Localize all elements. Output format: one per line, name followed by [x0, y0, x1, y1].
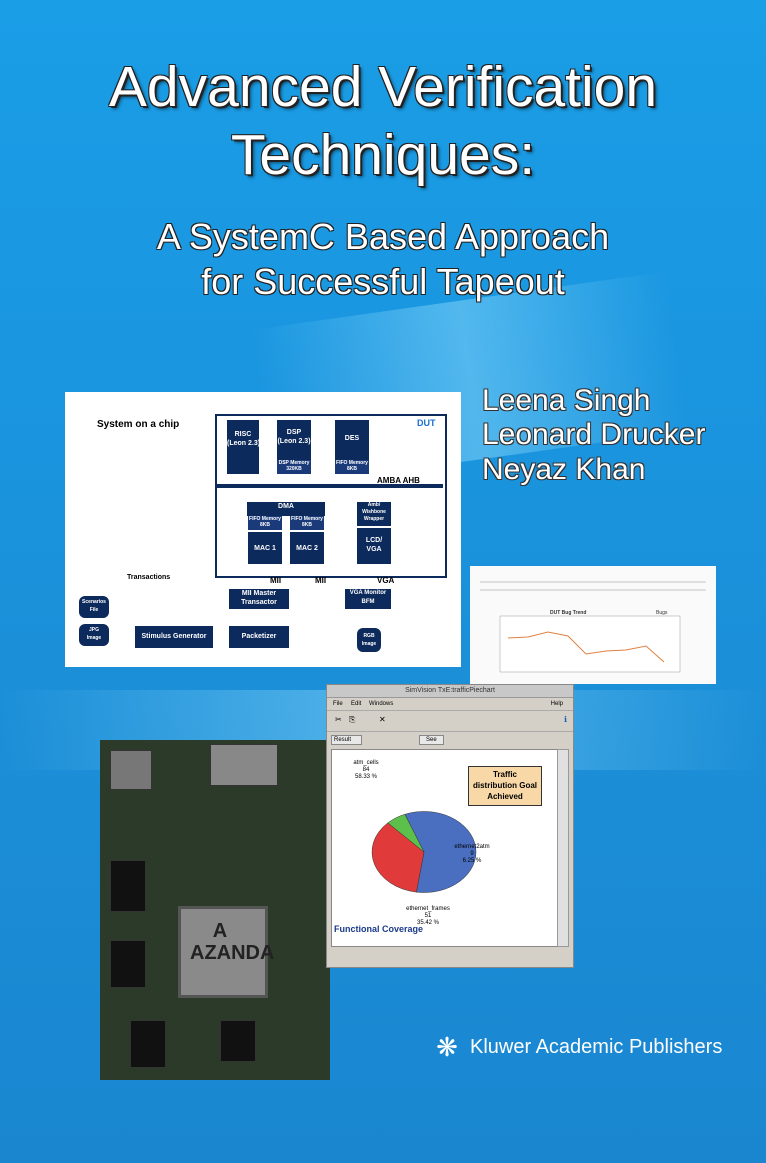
author-1: Leena Singh	[482, 384, 651, 417]
pie-label-ethernet_frames: 35.42 %	[417, 920, 440, 926]
pcb-chip	[130, 1020, 166, 1068]
close-icon[interactable]: ✕	[379, 715, 386, 724]
rgb-image: RGB Image	[357, 628, 381, 652]
dsp-memory: DSP Memory 320KB	[277, 460, 311, 474]
pie-label-ethernet2atm: 6.25 %	[463, 858, 482, 864]
window-titlebar: SimVision TxE:trafficPiechart	[327, 685, 573, 698]
dma-block: DMA	[247, 502, 325, 516]
result-row: Result See	[327, 732, 573, 750]
diagram-heading: System on a chip	[97, 419, 180, 430]
chip-logo: A AZANDA	[190, 920, 275, 964]
pie-label-atm_cells: atm_cells	[353, 760, 378, 766]
callout-box: Traffic distribution Goal Achieved	[468, 766, 542, 806]
fifo-memory-2: FIFO Memory 8KB	[290, 516, 324, 530]
pie-label-ethernet_frames: ethernet_frames	[406, 906, 450, 912]
bug-trend-panel: DUT Bug Trend Bugs	[470, 566, 716, 684]
amba-bus	[215, 484, 443, 488]
des-block: DES	[335, 420, 369, 460]
dsp-block: DSP (Leon 2.3)	[277, 420, 311, 460]
pie-label-ethernet2atm: 9	[470, 851, 474, 857]
transactions-label: Transactions	[127, 574, 171, 581]
book-subtitle-line2: for Successful Tapeout	[201, 261, 565, 302]
see-button[interactable]: See	[419, 735, 444, 745]
pie-slice-atm_cells	[404, 811, 477, 893]
pcb-photo: A AZANDA	[100, 740, 330, 1080]
wrapper-block: Amb/ Wishbone Wrapper	[357, 502, 391, 526]
mac1-block: MAC 1	[248, 532, 282, 564]
pcb-chip	[110, 860, 146, 912]
result-dropdown[interactable]: Result	[331, 735, 363, 745]
bug-trend-legend: Bugs	[656, 610, 668, 616]
bug-trend-title: DUT Bug Trend	[550, 610, 587, 616]
mii-label-1: MII	[270, 576, 282, 585]
book-title-line1: Advanced Verification	[108, 55, 658, 119]
pie-slice-ethernet2atm	[387, 813, 425, 853]
jpg-image: JPG Image	[79, 624, 109, 646]
amba-label: AMBA AHB	[377, 476, 420, 485]
mii-master-block: MII Master Transactor	[229, 589, 289, 609]
footer-label: Functional Coverage	[334, 924, 424, 934]
pcb-chip	[110, 940, 146, 988]
scenarios-file: Scenarios File	[79, 596, 109, 618]
info-icon[interactable]: ℹ	[563, 715, 567, 724]
vga-label: VGA	[377, 576, 395, 585]
dut-box	[215, 414, 447, 578]
kluwer-logo-icon: ❋	[436, 1032, 458, 1062]
pcb-chip	[210, 744, 278, 786]
vertical-scrollbar[interactable]	[557, 749, 569, 947]
copy-icon[interactable]: ⎘	[349, 715, 356, 724]
pie-label-ethernet2atm: ethernet2atm	[454, 844, 489, 850]
packetizer-block: Packetizer	[229, 626, 289, 648]
menu-help[interactable]: Help	[550, 701, 563, 707]
simvision-window: SimVision TxE:trafficPiechart File Edit …	[326, 684, 574, 968]
book-title-line2: Techniques:	[230, 123, 536, 187]
risc-block: RISC (Leon 2.3)	[227, 420, 260, 474]
publisher-name: Kluwer Academic Publishers	[470, 1036, 723, 1058]
pie-label-atm_cells: 58.33 %	[355, 774, 378, 780]
vga-monitor-block: VGA Monitor BFM	[345, 589, 391, 609]
book-subtitle-line1: A SystemC Based Approach	[156, 216, 610, 257]
pcb-chip	[110, 750, 152, 790]
stimulus-generator: Stimulus Generator	[135, 626, 213, 648]
author-3: Neyaz Khan	[482, 453, 646, 486]
soc-diagram: System on a chip DUT RISC (Leon 2.3) DSP…	[65, 392, 461, 667]
pcb-chip	[220, 1020, 256, 1062]
pie-label-ethernet_frames: 51	[425, 913, 432, 919]
lcd-vga-block: LCD/ VGA	[357, 528, 391, 564]
pie-slice-ethernet_frames	[371, 822, 425, 893]
menu-windows[interactable]: Windows	[369, 701, 394, 707]
cut-icon[interactable]: ✂	[335, 715, 342, 724]
menu-bar: File Edit Windows Help	[327, 698, 573, 710]
dut-label: DUT	[417, 418, 436, 428]
des-memory: FIFO Memory 8KB	[335, 460, 369, 474]
author-2: Leonard Drucker	[482, 418, 706, 451]
menu-edit[interactable]: Edit	[351, 701, 362, 707]
fifo-memory-1: FIFO Memory 8KB	[248, 516, 282, 530]
pie-label-atm_cells: 84	[363, 767, 370, 773]
mii-label-2: MII	[315, 576, 327, 585]
bug-trend-chart	[480, 581, 706, 673]
mac2-block: MAC 2	[290, 532, 324, 564]
toolbar: ✂ ⎘ ✕ ℹ	[327, 710, 573, 732]
menu-file[interactable]: File	[333, 701, 343, 707]
main-processor-chip	[178, 906, 268, 998]
